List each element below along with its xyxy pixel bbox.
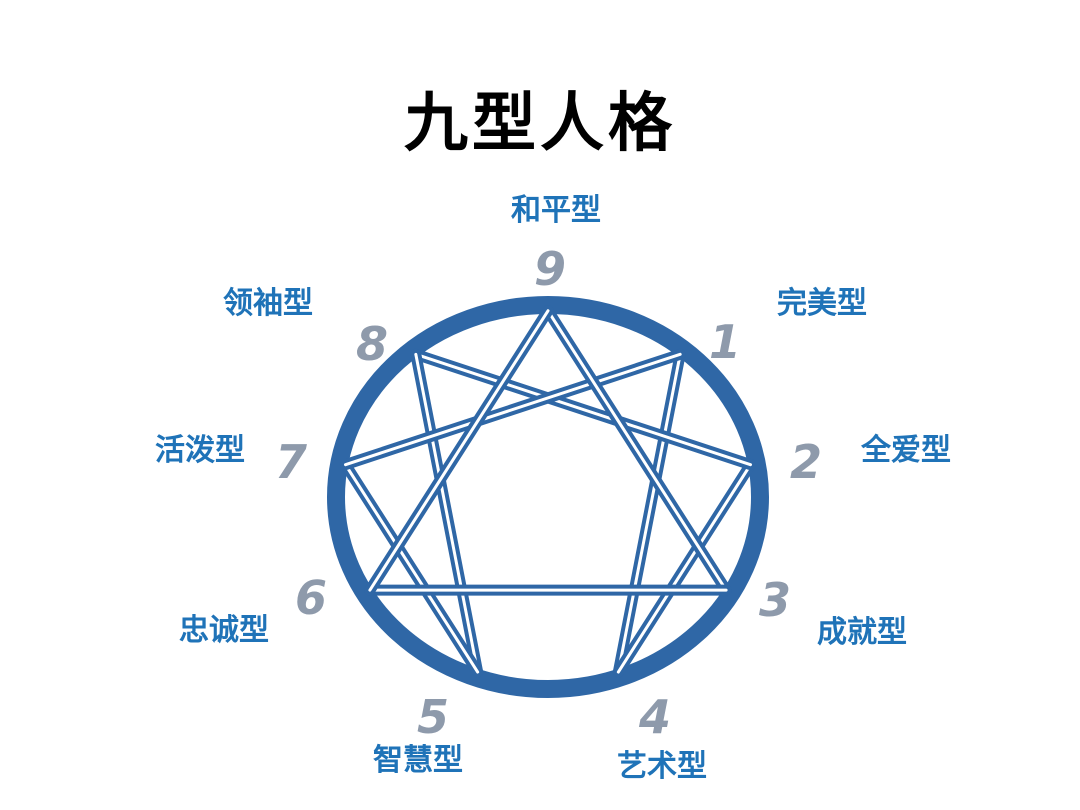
line-7-1: [339, 348, 686, 471]
slide-title: 九型人格: [404, 86, 676, 161]
type-label-9: 和平型: [511, 193, 601, 228]
line-9-3: [542, 305, 732, 596]
line-1-4: [612, 348, 686, 678]
type-label-8: 领袖型: [223, 286, 313, 321]
type-number-8: 8: [356, 317, 388, 371]
line-8-5: [410, 348, 484, 678]
type-label-3: 成就型: [817, 615, 907, 650]
type-label-7: 活泼型: [155, 433, 245, 468]
line-6-9: [364, 305, 554, 596]
type-number-1: 1: [709, 315, 741, 369]
type-number-4: 4: [638, 690, 671, 744]
type-label-1: 完美型: [777, 286, 867, 321]
type-label-5: 智慧型: [373, 743, 463, 778]
line-2-8: [410, 348, 757, 471]
line-5-7: [339, 459, 484, 678]
type-number-6: 6: [295, 571, 327, 625]
type-label-6: 忠诚型: [179, 613, 269, 648]
type-label-4: 艺术型: [617, 749, 707, 784]
enneagram-circle: [327, 296, 769, 698]
type-label-2: 全爱型: [860, 433, 951, 468]
type-number-9: 9: [534, 242, 566, 296]
type-number-5: 5: [417, 690, 449, 744]
type-number-3: 3: [759, 573, 791, 627]
line-4-2: [612, 459, 757, 678]
type-number-2: 2: [790, 435, 822, 489]
type-number-7: 7: [275, 435, 307, 489]
